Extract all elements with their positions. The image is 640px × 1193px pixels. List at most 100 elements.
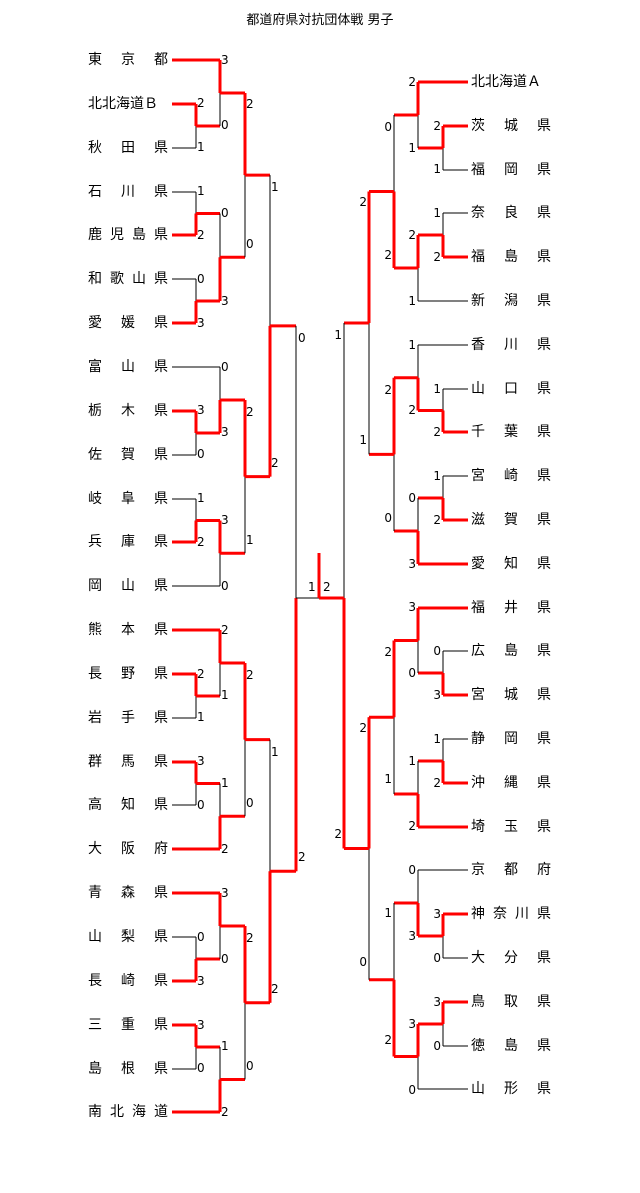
team-name: 山梨県: [88, 929, 187, 945]
match-score: 1: [433, 732, 441, 746]
team-name: 長野県: [88, 666, 187, 682]
team-name: 福島県: [471, 249, 570, 265]
team-name: 福井県: [471, 600, 570, 616]
match-score: 2: [433, 250, 441, 264]
team-name: 北北海道Ａ: [471, 74, 541, 90]
match-score: 2: [384, 1033, 392, 1047]
match-score: 1: [221, 1039, 229, 1053]
match-score: 0: [384, 120, 392, 134]
match-score: 3: [221, 294, 229, 308]
team-name: 北北海道Ｂ: [88, 96, 158, 112]
match-score: 1: [271, 180, 279, 194]
team-name: 群馬県: [88, 754, 187, 770]
team-name: 富山県: [88, 359, 187, 375]
team-name: 高知県: [88, 797, 187, 813]
team-name: 鳥取県: [471, 994, 570, 1010]
team-name: 岐阜県: [88, 491, 187, 507]
match-score: 0: [221, 579, 229, 593]
match-score: 0: [197, 272, 205, 286]
match-score: 2: [408, 75, 416, 89]
team-name: 山口県: [471, 381, 570, 397]
match-score: 1: [433, 469, 441, 483]
match-score: 0: [221, 360, 229, 374]
match-score: 2: [433, 119, 441, 133]
match-score: 0: [221, 118, 229, 132]
team-name: 奈良県: [471, 205, 570, 221]
team-name: 神奈川県: [471, 906, 559, 922]
match-score: 2: [408, 819, 416, 833]
match-score: 3: [433, 995, 441, 1009]
match-score: 2: [197, 535, 205, 549]
match-score: 3: [197, 403, 205, 417]
match-score: 2: [433, 425, 441, 439]
match-score: 3: [433, 688, 441, 702]
team-name: 愛知県: [471, 556, 570, 572]
team-name: 島根県: [88, 1061, 187, 1077]
match-score: 2: [271, 456, 279, 470]
match-score: 0: [221, 206, 229, 220]
team-name: 宮崎県: [471, 468, 570, 484]
team-name: 栃木県: [88, 403, 187, 419]
team-name: 鹿児島県: [88, 227, 176, 243]
match-score: 2: [197, 96, 205, 110]
team-name: 岩手県: [88, 710, 187, 726]
match-score: 1: [408, 141, 416, 155]
match-score: 2: [298, 850, 306, 864]
match-score: 1: [246, 533, 254, 547]
match-score: 1: [384, 906, 392, 920]
team-name: 山形県: [471, 1081, 570, 1097]
match-score: 2: [221, 1105, 229, 1119]
match-score: 2: [221, 842, 229, 856]
match-score: 2: [433, 513, 441, 527]
match-score: 2: [246, 668, 254, 682]
match-score: 3: [221, 53, 229, 67]
match-score: 0: [408, 863, 416, 877]
match-score: 0: [359, 955, 367, 969]
match-score: 3: [197, 754, 205, 768]
match-score: 0: [408, 491, 416, 505]
match-score: 0: [197, 930, 205, 944]
match-score: 3: [197, 974, 205, 988]
team-name: 和歌山県: [88, 271, 176, 287]
team-name: 滋賀県: [471, 512, 570, 528]
match-score: 2: [408, 403, 416, 417]
match-score: 3: [221, 513, 229, 527]
match-score: 3: [221, 425, 229, 439]
match-score: 1: [197, 184, 205, 198]
match-score: 1: [308, 580, 316, 594]
match-score: 3: [408, 1017, 416, 1031]
team-name: 徳島県: [471, 1038, 570, 1054]
match-score: 0: [384, 511, 392, 525]
team-name: 広島県: [471, 643, 570, 659]
match-score: 1: [433, 206, 441, 220]
match-score: 0: [433, 951, 441, 965]
match-score: 2: [408, 228, 416, 242]
match-score: 3: [408, 557, 416, 571]
team-name: 兵庫県: [88, 534, 187, 550]
match-score: 1: [433, 162, 441, 176]
match-score: 2: [246, 931, 254, 945]
match-score: 1: [433, 382, 441, 396]
match-score: 0: [433, 644, 441, 658]
match-score: 2: [197, 667, 205, 681]
team-name: 愛媛県: [88, 315, 187, 331]
match-score: 2: [384, 248, 392, 262]
team-name: 長崎県: [88, 973, 187, 989]
match-score: 2: [359, 721, 367, 735]
match-score: 1: [408, 754, 416, 768]
team-name: 埼玉県: [471, 819, 570, 835]
match-score: 0: [197, 447, 205, 461]
team-name: 佐賀県: [88, 447, 187, 463]
team-name: 岡山県: [88, 578, 187, 594]
match-score: 1: [197, 710, 205, 724]
team-name: 福岡県: [471, 162, 570, 178]
match-score: 2: [359, 195, 367, 209]
match-score: 1: [197, 491, 205, 505]
team-name: 大阪府: [88, 841, 187, 857]
match-score: 0: [246, 796, 254, 810]
team-name: 石川県: [88, 184, 187, 200]
team-name: 秋田県: [88, 140, 187, 156]
team-name: 三重県: [88, 1017, 187, 1033]
match-score: 2: [334, 827, 342, 841]
